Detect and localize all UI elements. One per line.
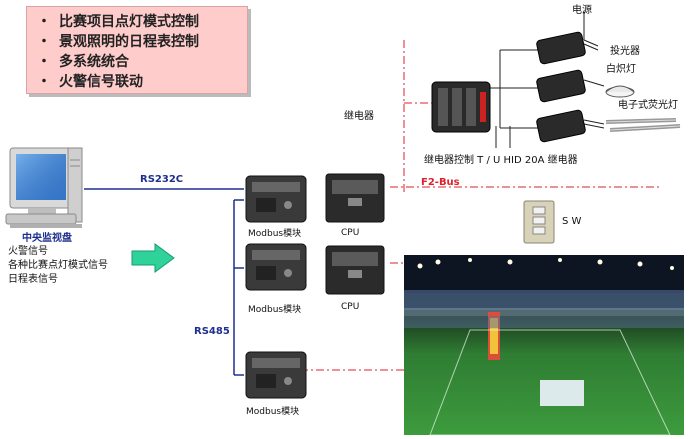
modbus-label: Modbus模块	[246, 407, 300, 417]
feature-label: 火警信号联动	[59, 74, 143, 90]
signal-label: 火警信号	[8, 246, 48, 257]
features-box: ・比赛项目点灯模式控制 ・景观照明的日程表控制 ・多系统统合 ・火警信号联动	[26, 6, 248, 94]
cpu-label: CPU	[341, 228, 360, 238]
modbus-module-icon-1	[245, 175, 307, 223]
switch-label: S W	[562, 216, 582, 227]
incandescent-label: 白炽灯	[606, 64, 636, 75]
relay-icon-2	[536, 69, 586, 103]
floodlight-label: 投光器	[610, 46, 640, 57]
relay-label: 继电器	[344, 111, 374, 122]
f2bus-lines	[300, 40, 660, 371]
relay-caption: 继电器控制 T / U HID 20A 继电器	[424, 155, 578, 166]
signal-label: 各种比赛点灯模式信号	[8, 260, 108, 271]
wall-switch-icon	[523, 200, 555, 244]
signal-label: 日程表信号	[8, 274, 58, 285]
cpu-icon-1	[325, 173, 385, 223]
fluorescent-label: 电子式荧光灯	[618, 100, 678, 111]
stadium-photo	[404, 255, 684, 436]
feature-item: ・多系统统合	[37, 51, 129, 71]
bullet: ・	[37, 74, 51, 90]
incandescent-lamp-icon	[605, 85, 635, 98]
cpu-label: CPU	[341, 302, 360, 312]
feature-label: 景观照明的日程表控制	[59, 34, 199, 50]
feature-item: ・比赛项目点灯模式控制	[37, 11, 199, 31]
modbus-label: Modbus模块	[248, 229, 302, 239]
signal-arrow-icon	[131, 243, 175, 273]
cpu-icon-2	[325, 245, 385, 295]
relay-icon-1	[536, 31, 586, 65]
rs485-label: RS485	[194, 326, 230, 337]
modbus-label: Modbus模块	[248, 305, 302, 315]
rs232c-label: RS232C	[140, 174, 184, 185]
feature-item: ・火警信号联动	[37, 71, 143, 91]
modbus-module-icon-2	[245, 243, 307, 291]
power-label: 电源	[572, 5, 592, 16]
feature-label: 多系统统合	[59, 54, 129, 70]
relay-controller-icon	[431, 81, 491, 133]
bullet: ・	[37, 14, 51, 30]
central-monitor-title: 中央监视盘	[22, 233, 72, 244]
fluorescent-lamp-icon	[605, 118, 681, 132]
relay-icon-3	[536, 109, 586, 143]
bullet: ・	[37, 54, 51, 70]
f2bus-label: F2-Bus	[421, 177, 460, 188]
bullet: ・	[37, 34, 51, 50]
feature-item: ・景观照明的日程表控制	[37, 31, 199, 51]
feature-label: 比赛项目点灯模式控制	[59, 14, 199, 30]
modbus-module-icon-3	[245, 351, 307, 399]
central-monitor-icon	[5, 147, 83, 228]
